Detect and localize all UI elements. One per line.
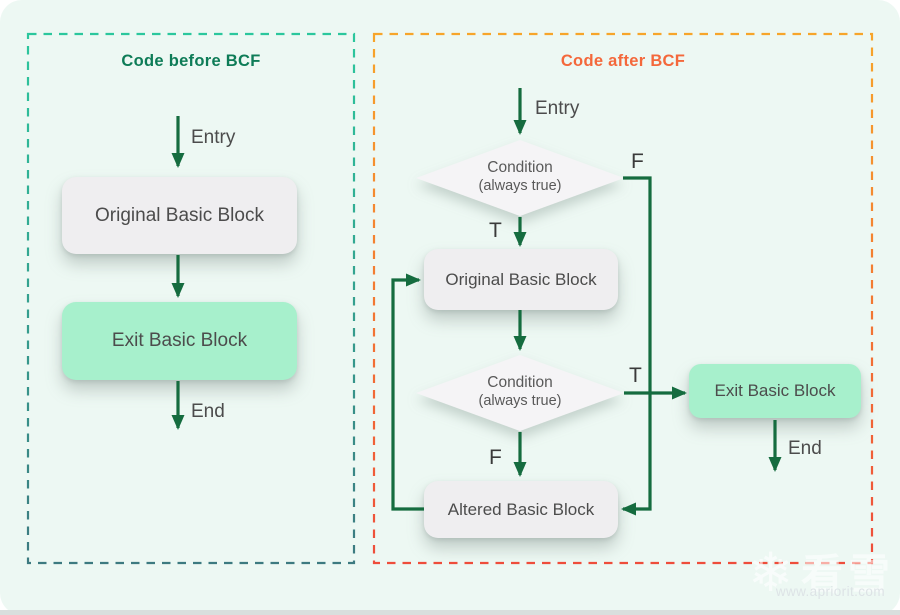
condition1-text: Condition (always true) (425, 158, 615, 196)
after-end-label: End (788, 438, 822, 459)
before-original-basic-block: Original Basic Block (62, 177, 297, 254)
condition1-line1: Condition (487, 159, 553, 176)
before-panel-title: Code before BCF (121, 52, 261, 70)
false2-label: F (489, 446, 502, 469)
after-false1-arrow (621, 176, 652, 516)
condition2-line2: (always true) (478, 393, 562, 410)
before-exit-basic-block: Exit Basic Block (62, 302, 297, 380)
after-altered-basic-block: Altered Basic Block (424, 481, 618, 538)
before-panel-border (26, 32, 356, 565)
after-original-basic-block: Original Basic Block (424, 249, 618, 310)
condition2-line1: Condition (487, 374, 553, 391)
after-loopback-arrow (391, 273, 424, 511)
false1-label: F (631, 150, 644, 173)
condition2-text: Condition (always true) (425, 373, 615, 411)
condition1-line2: (always true) (478, 178, 562, 195)
after-panel-title: Code after BCF (560, 52, 686, 70)
true1-label: T (489, 219, 502, 242)
true2-label: T (629, 364, 642, 387)
after-exit-basic-block: Exit Basic Block (689, 364, 861, 418)
watermark-url: www.apriorit.com (775, 584, 885, 599)
bottom-edge-strip (0, 610, 900, 615)
before-end-label: End (191, 401, 225, 422)
before-entry-label: Entry (191, 127, 236, 148)
after-entry-label: Entry (535, 98, 580, 119)
